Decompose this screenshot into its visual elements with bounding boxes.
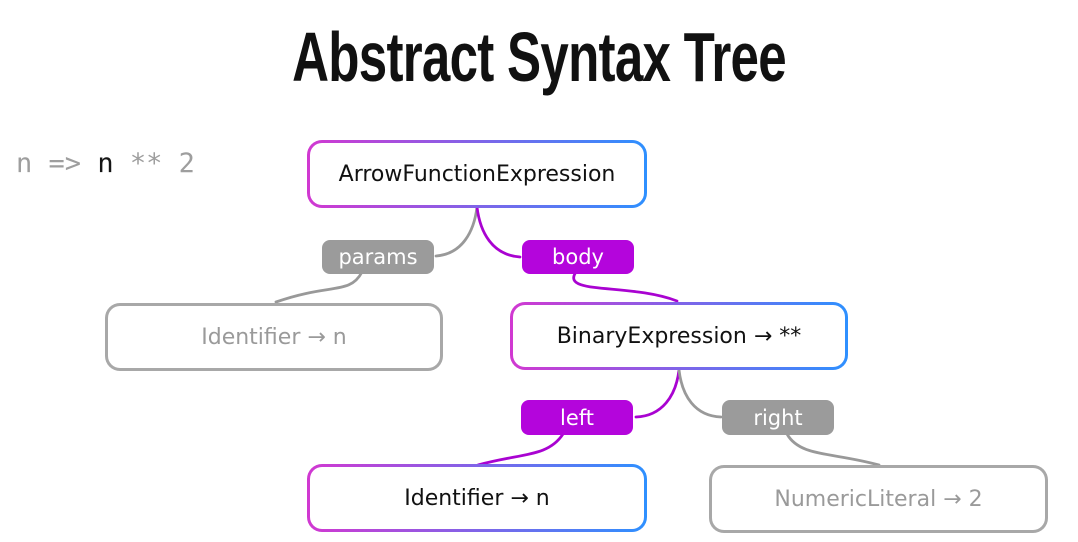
node-label: Identifier → n [201, 324, 347, 350]
node-label: NumericLiteral → 2 [774, 486, 983, 512]
node-binary-expression: BinaryExpression → ** [510, 302, 848, 370]
edge-params-to-identifier-line [274, 270, 364, 304]
node-label: Identifier → n [404, 485, 550, 511]
edge-label-body: body [522, 240, 634, 274]
code-token: => [48, 148, 82, 179]
code-token: 2 [178, 148, 195, 179]
edge-afe-to-body-line [475, 205, 522, 259]
code-snippet: n => n ** 2 [16, 148, 195, 180]
node-identifier-left: Identifier → n [307, 464, 647, 532]
code-token: n [97, 148, 114, 179]
edge-be-to-left-line [634, 368, 681, 419]
edge-right-to-numeric-literal-line [785, 432, 881, 467]
node-numeric-literal: NumericLiteral → 2 [709, 465, 1048, 533]
edge-afe-to-params-line [434, 205, 479, 258]
edge-left-to-identifier-line [476, 432, 565, 467]
code-token: n [16, 148, 33, 179]
node-label: BinaryExpression → ** [556, 323, 802, 349]
code-token: ** [129, 148, 163, 179]
page-title: Abstract Syntax Tree [292, 18, 787, 96]
edge-label-left: left [521, 400, 633, 435]
node-label: ArrowFunctionExpression [338, 161, 616, 187]
edge-label-right: right [722, 400, 834, 435]
edge-label-params: params [322, 240, 434, 274]
edge-body-to-binary-expression-line [572, 270, 679, 303]
edge-be-to-right-line [677, 368, 723, 419]
node-identifier-param: Identifier → n [105, 303, 443, 371]
node-arrow-function-expression: ArrowFunctionExpression [307, 140, 647, 208]
